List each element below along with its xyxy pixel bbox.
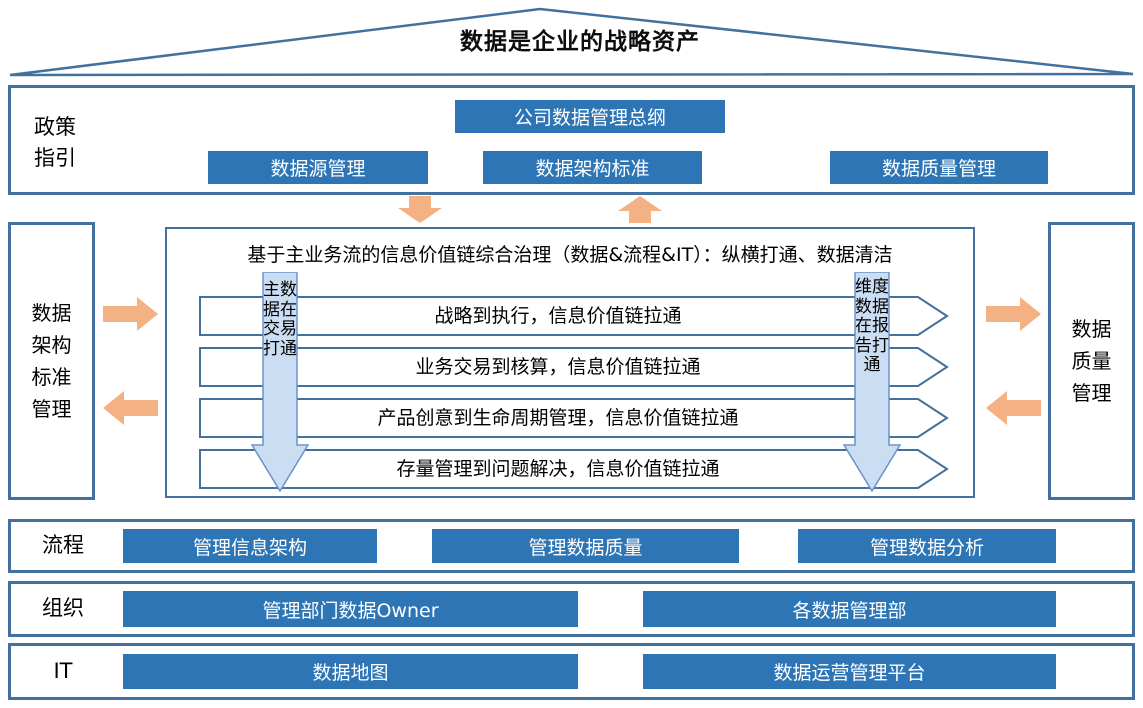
arrow-right-icon [103,297,158,331]
dimension-data-flow-arrow-label: 维度数据在报告打通 [855,277,889,375]
process-box-data-quality: 管理数据质量 [432,529,739,563]
organization-band-label: 组织 [42,596,84,621]
it-band-label: IT [53,658,73,683]
governance-title: 基于主业务流的信息价值链综合治理（数据&流程&IT）：纵横打通、数据清洁 [247,244,893,266]
organization-box-data-mgmt-dept: 各数据管理部 [643,591,1056,627]
policy-box-data-quality: 数据质量管理 [830,151,1048,184]
data-quality-mgmt-label: 数据质量管理 [1071,317,1112,405]
arrow-right-icon [986,297,1041,331]
value-chain-bar-inventory-text: 存量管理到问题解决，信息价值链拉通 [396,458,720,480]
policy-band-label: 政策指引 [22,108,88,178]
organization-box-data-owner: 管理部门数据Owner [123,591,578,627]
it-box-data-map: 数据地图 [123,654,578,689]
data-quality-mgmt-panel: 数据质量管理 [1048,222,1135,500]
value-chain-bar-inventory [199,449,949,489]
master-data-flow-arrow-label: 主数据在交易打通 [263,280,297,359]
value-chain-bar-product: 产品创意到生命周期管理，信息价值链拉通 [377,407,739,429]
it-box-data-ops-platform: 数据运营管理平台 [643,654,1056,689]
value-chain-bar-transaction: 业务交易到核算，信息价值链拉通 [415,356,701,378]
process-band-label: 流程 [42,533,84,558]
roof-triangle-shape [9,7,1134,77]
value-chain-bar-strategy: 战略到执行，信息价值链拉通 [434,305,682,327]
arrow-left-icon [986,391,1041,425]
roof-title: 数据是企业的战略资产 [460,29,700,55]
process-box-info-architecture: 管理信息架构 [123,529,377,563]
arrow-down-icon [398,196,442,223]
dimension-data-flow-arrow [842,272,902,492]
policy-box-data-source: 数据源管理 [208,151,428,184]
arrow-left-icon [103,391,158,425]
policy-box-data-arch-standard: 数据架构标准 [483,151,702,184]
value-chain-bar-shape [199,347,949,387]
value-chain-bar-shape [199,398,949,438]
policy-main-box: 公司数据管理总纲 [455,100,725,133]
policy-band-label-text: 政策指引 [34,114,76,171]
data-architecture-standard-mgmt-label: 数据架构标准管理 [31,301,72,421]
value-chain-bar-shape [199,296,949,336]
master-data-flow-arrow [250,272,310,492]
arrow-up-icon [618,196,662,223]
process-box-data-analysis: 管理数据分析 [798,529,1056,563]
data-architecture-standard-mgmt-panel: 数据架构标准管理 [8,222,95,500]
